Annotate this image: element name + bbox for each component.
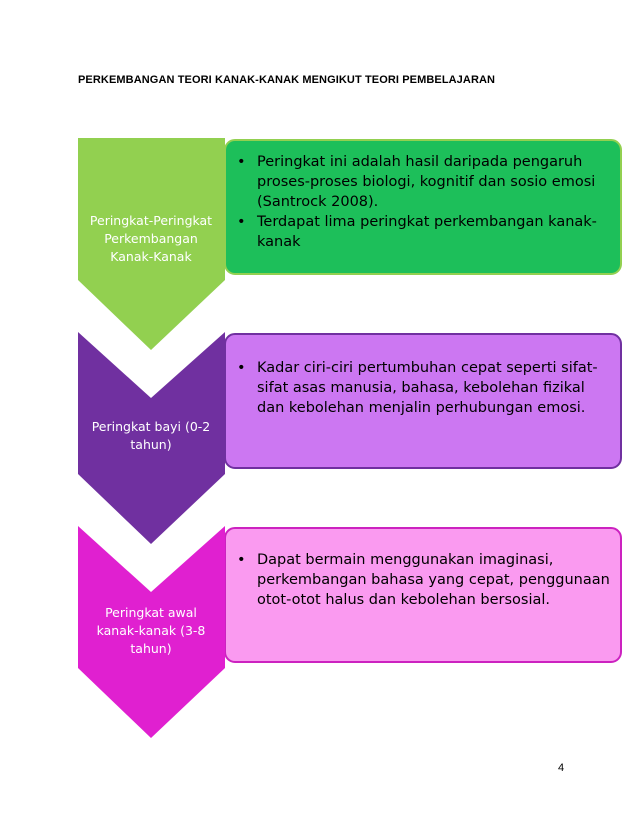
page-number: 4	[558, 762, 565, 774]
chevron-3	[78, 526, 225, 738]
stage-description-3: Dapat bermain menggunakan imaginasi, per…	[233, 550, 613, 610]
stage-label-1-line-1: Peringkat-Peringkat	[89, 213, 213, 228]
stage-label-3-line-3: tahun)	[130, 641, 172, 656]
stage-description-2: Kadar ciri-ciri pertumbuhan cepat sepert…	[233, 358, 613, 418]
bullet-item: Peringkat ini adalah hasil daripada peng…	[233, 152, 613, 212]
stage-label-1-line-2: Perkembangan	[104, 231, 198, 246]
bullet-item: Terdapat lima peringkat perkembangan kan…	[233, 212, 613, 252]
page-title: PERKEMBANGAN TEORI KANAK-KANAK MENGIKUT …	[78, 74, 496, 86]
stage-label-2: Peringkat bayi (0-2 tahun)	[76, 418, 226, 454]
bullet-item: Dapat bermain menggunakan imaginasi, per…	[233, 550, 613, 610]
chevron-2	[78, 332, 225, 544]
bullet-item: Kadar ciri-ciri pertumbuhan cepat sepert…	[233, 358, 613, 418]
stage-label-3: Peringkat awal kanak-kanak (3-8 tahun)	[76, 604, 226, 658]
stage-label-1: Peringkat-Peringkat Perkembangan Kanak-K…	[76, 212, 226, 266]
stage-description-1: Peringkat ini adalah hasil daripada peng…	[233, 152, 613, 252]
stage-label-1-line-3: Kanak-Kanak	[110, 249, 192, 264]
stage-label-3-line-1: Peringkat awal	[105, 605, 197, 620]
stage-label-3-line-2: kanak-kanak (3-8	[96, 623, 206, 638]
stage-label-2-line-2: tahun)	[130, 437, 172, 452]
stage-label-2-line-1: Peringkat bayi (0-2	[91, 419, 211, 434]
chevron-1	[78, 138, 225, 350]
